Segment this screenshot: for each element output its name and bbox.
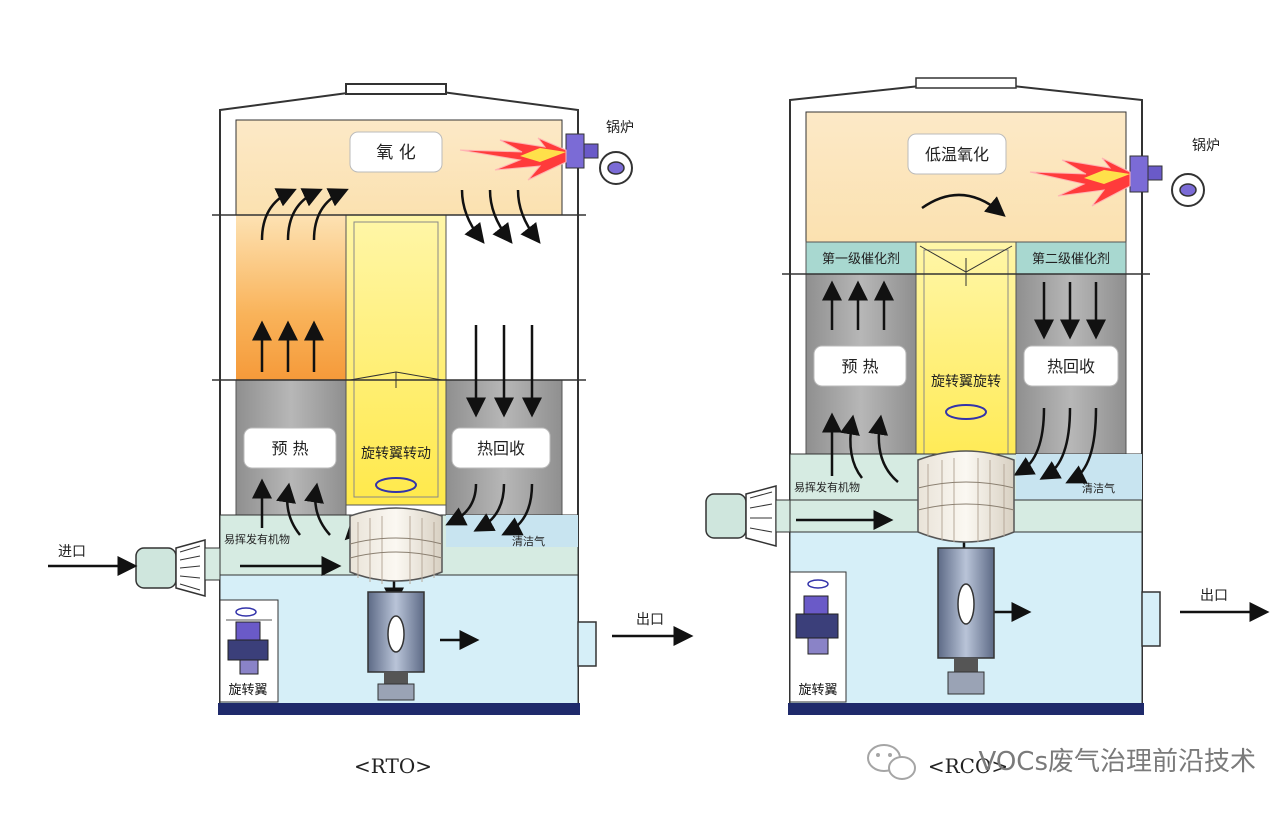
rco-base: [788, 703, 1144, 715]
rto-roof-cap: [345, 83, 447, 95]
rco-recovery-box: [1023, 345, 1119, 387]
rto-unit: 氧 化 锅炉 预 热 热回收 旋转翼转动 易挥发有机物 清洁气 进口 出口 旋转…: [48, 83, 694, 778]
rco-voc-label: 易挥发有机物: [794, 480, 860, 494]
wechat-icon: [867, 744, 916, 780]
rotor-icon: [917, 450, 1015, 543]
rto-left-column: [236, 215, 346, 380]
burner-icon: [565, 133, 633, 185]
fan-motor-icon: [219, 599, 279, 703]
fan-motor-icon: [789, 571, 847, 703]
rco-oxidation-label: 低温氧化: [925, 145, 989, 164]
rto-oxidation-box: [349, 131, 443, 173]
rco-oxidation-box: [907, 133, 1007, 175]
watermark-text: VOCs废气治理前沿技术: [979, 747, 1257, 777]
rco-unit: 低温氧化 锅炉 第一级催化剂 第二级催化剂 预 热 热回收 旋转翼旋转 易挥发有…: [705, 77, 1270, 778]
rto-rotor-turning-label: 旋转翼转动: [361, 446, 431, 462]
rto-inlet-label: 进口: [58, 544, 86, 560]
rco-inlet-pipe: [705, 485, 791, 547]
rotor-icon: [349, 507, 443, 584]
rto-rotary-wing-label: 旋转翼: [228, 683, 267, 698]
rto-inlet-pipe: [135, 539, 221, 597]
rto-shaft: [367, 591, 425, 701]
rco-preheat-label: 预 热: [841, 357, 878, 376]
rco-rotor-rotating-label: 旋转翼旋转: [931, 374, 1001, 390]
rto-oxidation-label: 氧 化: [376, 143, 415, 163]
rco-caption: <RCO>: [928, 754, 1008, 778]
rco-rotary-wing-label: 旋转翼: [798, 683, 837, 698]
rto-preheat-box: [243, 427, 337, 469]
rco-outlet-stub: [1141, 591, 1161, 647]
rto-outlet-label: 出口: [636, 612, 664, 628]
rco-catalyst1-label: 第一级催化剂: [822, 252, 900, 267]
rto-voc-label: 易挥发有机物: [224, 532, 290, 546]
rco-flow-arrows: [796, 193, 1270, 622]
burner-icon: [1129, 155, 1205, 207]
rco-preheat-box: [813, 345, 907, 387]
rco-roof-cap: [915, 77, 1017, 89]
rco-boiler-label: 锅炉: [1192, 138, 1220, 154]
rto-heat-recovery-label: 热回收: [477, 439, 525, 458]
watermark: VOCs废气治理前沿技术: [867, 744, 1257, 780]
rco-heat-recovery-label: 热回收: [1047, 357, 1095, 376]
rto-base: [218, 703, 580, 715]
rco-catalyst2-label: 第二级催化剂: [1032, 252, 1110, 267]
rto-preheat-label: 预 热: [271, 439, 308, 458]
rco-shaft: [937, 547, 995, 695]
rto-outlet-stub: [577, 621, 597, 667]
rco-catalyst-1: [805, 241, 917, 275]
rto-boiler-label: 锅炉: [606, 120, 634, 136]
rco-clean-gas-label: 清洁气: [1082, 481, 1115, 495]
flame-icon: [1029, 157, 1131, 207]
rto-caption: <RTO>: [354, 754, 432, 778]
rto-recovery-box: [451, 427, 551, 469]
rto-clean-gas-label: 清洁气: [512, 534, 545, 548]
rco-outlet-label: 出口: [1200, 588, 1228, 604]
